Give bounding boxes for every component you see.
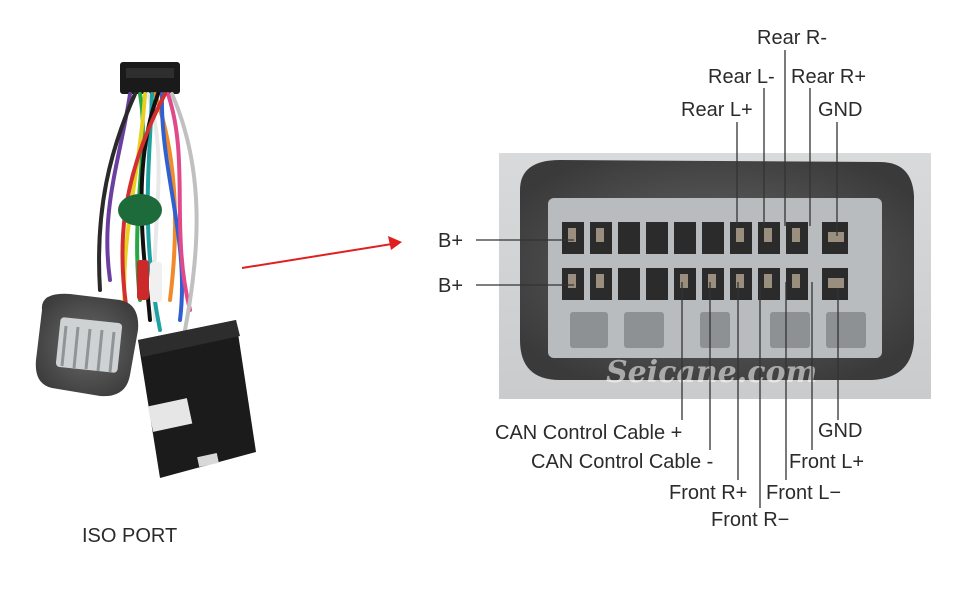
label-rear-r-plus: Rear R+: [791, 66, 866, 88]
label-can-minus: CAN Control Cable -: [531, 451, 713, 473]
label-front-l-plus: Front L+: [789, 451, 864, 473]
label-rear-r-minus: Rear R-: [757, 27, 827, 49]
label-rear-l-minus: Rear L-: [708, 66, 775, 88]
connector-closeup: Seicane.com: [499, 153, 931, 399]
leader-lines: [476, 50, 839, 508]
label-b-plus-2: B+: [438, 275, 463, 297]
caption-iso-port: ISO PORT: [82, 525, 177, 547]
label-front-r-minus: Front R−: [711, 509, 789, 531]
label-rear-l-plus: Rear L+: [681, 99, 753, 121]
harness-illustration: [35, 62, 256, 478]
pointer-arrow: [241, 236, 402, 269]
label-gnd-top: GND: [818, 99, 862, 121]
label-gnd-bottom: GND: [818, 420, 862, 442]
label-front-r-plus: Front R+: [669, 482, 747, 504]
label-front-l-minus: Front L−: [766, 482, 841, 504]
label-b-plus-1: B+: [438, 230, 463, 252]
label-can-plus: CAN Control Cable +: [495, 422, 682, 444]
watermark: Seicane.com: [606, 355, 817, 390]
